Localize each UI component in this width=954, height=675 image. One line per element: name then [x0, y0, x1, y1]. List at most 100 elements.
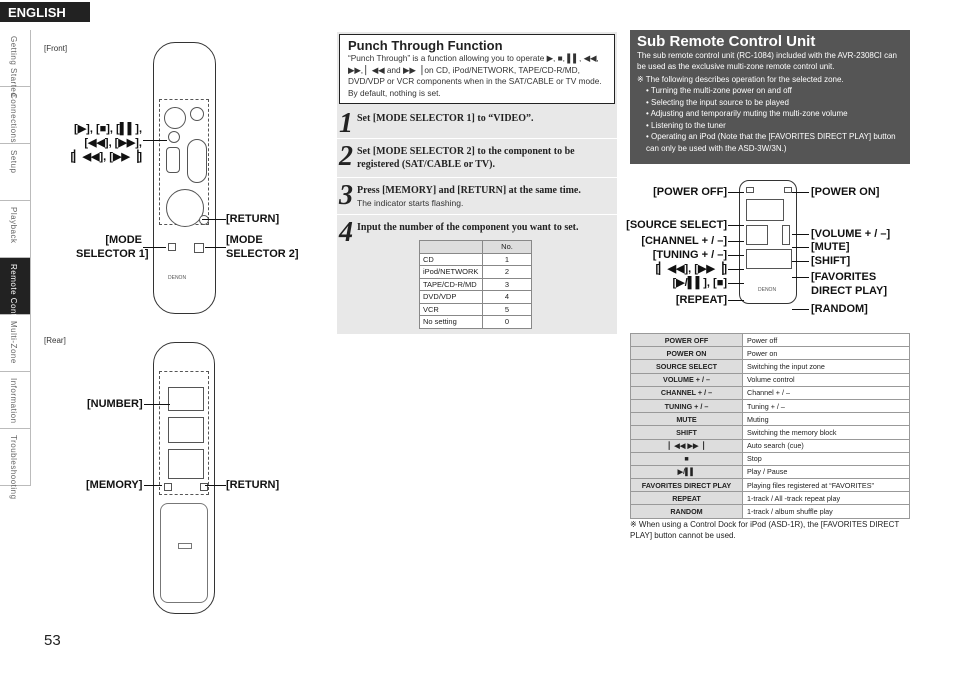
bullet-item: • Listening to the tuner	[646, 120, 726, 130]
side-tab-2[interactable]: Setup	[0, 144, 31, 201]
side-tab-3[interactable]: Playback	[0, 201, 31, 258]
component-number: 0	[482, 315, 532, 329]
step-text: Press [MEMORY] and [RETURN] at the same …	[357, 185, 581, 196]
function-description: Channel + / –	[742, 385, 910, 400]
side-tab-5[interactable]: Multi-Zone	[0, 315, 31, 372]
leader-line	[728, 192, 744, 193]
function-key: SHIFT	[630, 425, 743, 440]
sub-remote-section: Sub Remote Control Unit The sub remote c…	[630, 30, 910, 164]
side-tab-label: Information	[9, 378, 18, 424]
step-subtext: The indicator starts flashing.	[357, 198, 464, 208]
leader-line	[143, 247, 166, 248]
function-description: Volume control	[742, 372, 910, 387]
function-description: Play / Pause	[742, 464, 910, 480]
component-number: 4	[482, 290, 532, 304]
sub-remote-title: Sub Remote Control Unit	[637, 33, 816, 50]
function-key: TUNING + / –	[630, 398, 743, 414]
punch-through-title: Punch Through Function	[348, 38, 503, 53]
bullet-item: • Adjusting and temporarily muting the m…	[646, 109, 848, 118]
side-tab-label: Setup	[9, 150, 18, 174]
front-label: [Front]	[44, 44, 68, 53]
sub-remote-brand: DENON	[758, 287, 777, 293]
punch-through-section: Punch Through Function “Punch Through” i…	[337, 32, 617, 334]
table-row: ▏◀◀ ▶▶▕Auto search (cue)	[630, 438, 910, 453]
bullet-item: • Selecting the input source to be playe…	[646, 97, 789, 107]
bottom-note: ※ When using a Control Dock for iPod (AS…	[630, 520, 900, 540]
function-key: POWER OFF	[630, 332, 743, 348]
component-name: CD	[419, 252, 483, 266]
bullet-item: • Operating an iPod (Note that the [FAVO…	[646, 132, 896, 153]
leader-line	[792, 261, 809, 262]
leader-line	[728, 255, 744, 256]
function-description: Switching the input zone	[742, 359, 910, 374]
sub-callout-left: [CHANNEL + / –]	[641, 235, 727, 247]
side-tab-label: Troubleshooting	[9, 435, 18, 500]
component-name: iPod/NETWORK	[419, 265, 483, 279]
leader-line	[202, 219, 226, 220]
leader-line	[728, 225, 744, 226]
table-row: ▶/▌▌Play / Pause	[630, 464, 910, 480]
front-remote-illustration: DENON	[153, 42, 216, 314]
function-key: POWER ON	[630, 346, 743, 361]
component-number: 5	[482, 302, 532, 316]
side-tab-4[interactable]: Remote Control	[0, 258, 31, 327]
bullet-text: Selecting the input source to be played	[651, 97, 789, 107]
sub-callout-right: [SHIFT]	[811, 255, 851, 267]
sub-callout-left: [TUNING + / –]	[652, 249, 727, 261]
page-number: 53	[44, 632, 61, 649]
side-tab-1[interactable]: Connections	[0, 87, 31, 144]
function-key: MUTE	[630, 412, 743, 427]
sub-callout-left: [REPEAT]	[675, 294, 727, 306]
function-description: Power on	[742, 346, 910, 361]
rear-label: [Rear]	[44, 336, 66, 345]
callout-return-rear: [RETURN]	[226, 479, 280, 491]
rear-remote-illustration	[153, 342, 215, 614]
bullet-text: Turning the multi-zone power on and off	[650, 86, 792, 95]
component-number: 3	[482, 277, 532, 291]
function-key: ■	[630, 451, 743, 466]
table-row: CHANNEL + / –Channel + / –	[630, 385, 910, 400]
side-tab-7[interactable]: Troubleshooting	[0, 429, 31, 500]
table-row: ■Stop	[630, 451, 910, 466]
sub-remote-intro: The sub remote control unit (RC-1084) in…	[637, 51, 897, 71]
component-number: 1	[482, 252, 532, 266]
function-key: VOLUME + / –	[630, 372, 743, 387]
function-key: ▏◀◀ ▶▶▕	[630, 438, 743, 453]
side-tab-0[interactable]: Getting Started	[0, 30, 31, 97]
punch-through-header: Punch Through Function “Punch Through” i…	[339, 34, 615, 104]
function-description: Stop	[742, 451, 910, 466]
front-remote-brand: DENON	[168, 275, 187, 281]
table-header: No.	[482, 240, 532, 254]
sub-remote-bullets: • Turning the multi-zone power on and of…	[637, 85, 903, 154]
leader-line	[792, 234, 809, 235]
leader-line	[728, 300, 744, 301]
sub-callout-right: [RANDOM]	[811, 303, 868, 315]
language-label: ENGLISH	[0, 2, 90, 22]
sub-remote-illustration: DENON	[739, 180, 797, 304]
step-text: Set [MODE SELECTOR 1] to “VIDEO”.	[357, 113, 534, 124]
side-tab-label: Getting Started	[9, 36, 18, 98]
leader-line	[792, 192, 809, 193]
callout-mode-selector-2: [MODE SELECTOR 2]	[226, 234, 299, 260]
leader-line	[728, 269, 744, 270]
leader-line	[728, 241, 744, 242]
side-tab-6[interactable]: Information	[0, 372, 31, 429]
bullet-text: Listening to the tuner	[651, 120, 726, 130]
function-key: RANDOM	[630, 504, 743, 519]
leader-line	[205, 485, 226, 486]
callout-number: [NUMBER]	[87, 398, 143, 410]
sub-callout-left: [POWER OFF]	[653, 186, 727, 198]
function-description: Auto search (cue)	[742, 438, 910, 453]
bullet-item: • Turning the multi-zone power on and of…	[646, 86, 792, 95]
leader-line	[144, 404, 170, 405]
function-description: Muting	[742, 412, 910, 427]
